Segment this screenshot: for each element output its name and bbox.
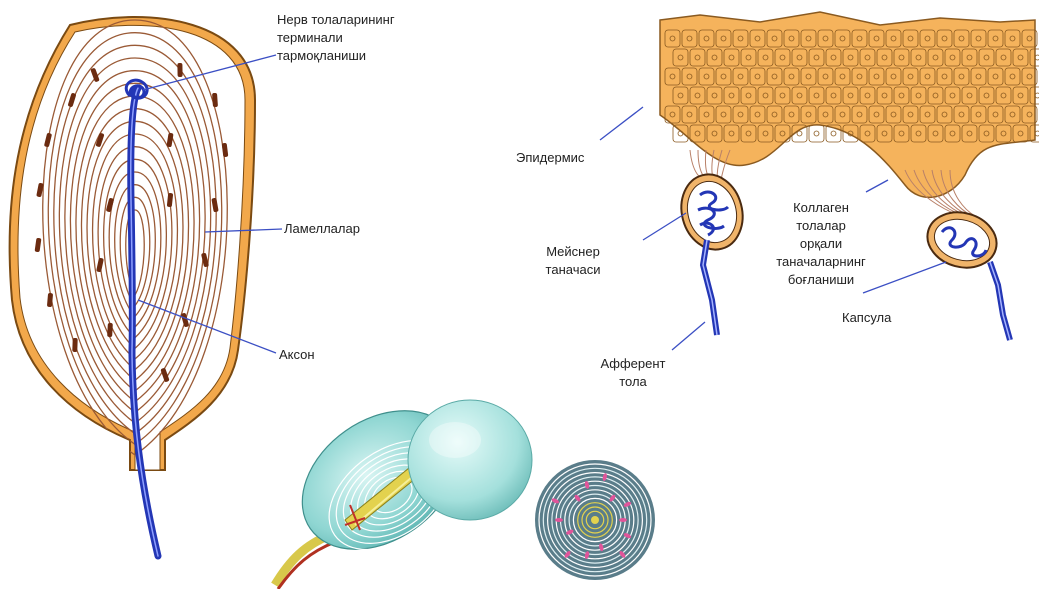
label-collagen-2: толалар	[796, 218, 846, 233]
label-nerve-branching-1: Нерв толаларининг	[277, 12, 395, 27]
label-nerve-branching-2: терминали	[277, 30, 343, 45]
meissner-corpuscle-left	[673, 168, 751, 335]
pacinian-corpuscle	[10, 17, 255, 556]
label-meissner-1: Мейснер	[546, 244, 600, 259]
label-lamellae: Ламеллалар	[284, 221, 360, 236]
pacinian-3d-cap	[408, 400, 532, 520]
label-collagen-4: таначаларнинг	[776, 254, 866, 269]
label-epidermis: Эпидермис	[516, 150, 585, 165]
pacinian-cross-section	[535, 460, 655, 580]
meissner-corpuscle-right	[921, 205, 1010, 340]
label-meissner-2: таначаси	[546, 262, 601, 277]
meissner-figure	[660, 12, 1039, 340]
label-axon: Аксон	[279, 347, 315, 362]
label-collagen-1: Коллаген	[793, 200, 849, 215]
label-afferent-2: тола	[619, 374, 647, 389]
label-nerve-branching-3: тармоқланиши	[277, 48, 366, 63]
label-capsule: Капсула	[842, 310, 892, 325]
pacinian-3d-model	[275, 382, 532, 589]
label-collagen-5: боғланиши	[788, 272, 854, 287]
label-collagen-3: орқали	[800, 236, 842, 251]
label-afferent-1: Афферент	[600, 356, 665, 371]
